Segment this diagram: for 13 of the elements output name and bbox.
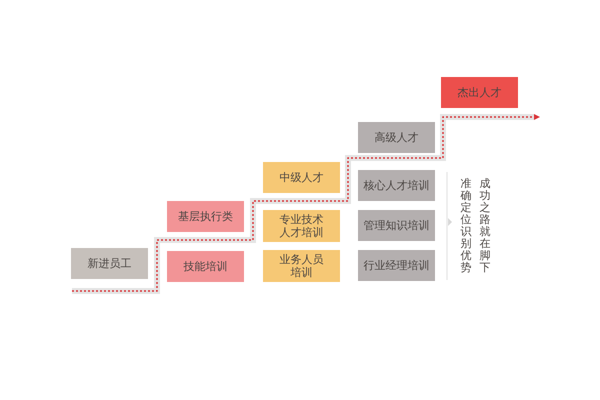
training-box: 专业技术人才培训: [263, 210, 340, 242]
training-box: 业务人员培训: [263, 250, 340, 282]
training-box: 技能培训: [167, 251, 244, 282]
level-box: 高级人才: [358, 122, 435, 153]
level-box: 杰出人才: [441, 77, 518, 108]
vertical-slogan: 成功之路就在脚下: [479, 178, 491, 274]
training-box: 核心人才培训: [358, 170, 435, 201]
level-box: 新进员工: [71, 248, 148, 279]
level-box: 基层执行类: [167, 201, 244, 232]
training-box: 管理知识培训: [358, 210, 435, 241]
level-box: 中级人才: [263, 162, 340, 193]
vertical-slogan: 准确定位识别优势: [460, 178, 472, 274]
training-box: 行业经理培训: [358, 250, 435, 281]
